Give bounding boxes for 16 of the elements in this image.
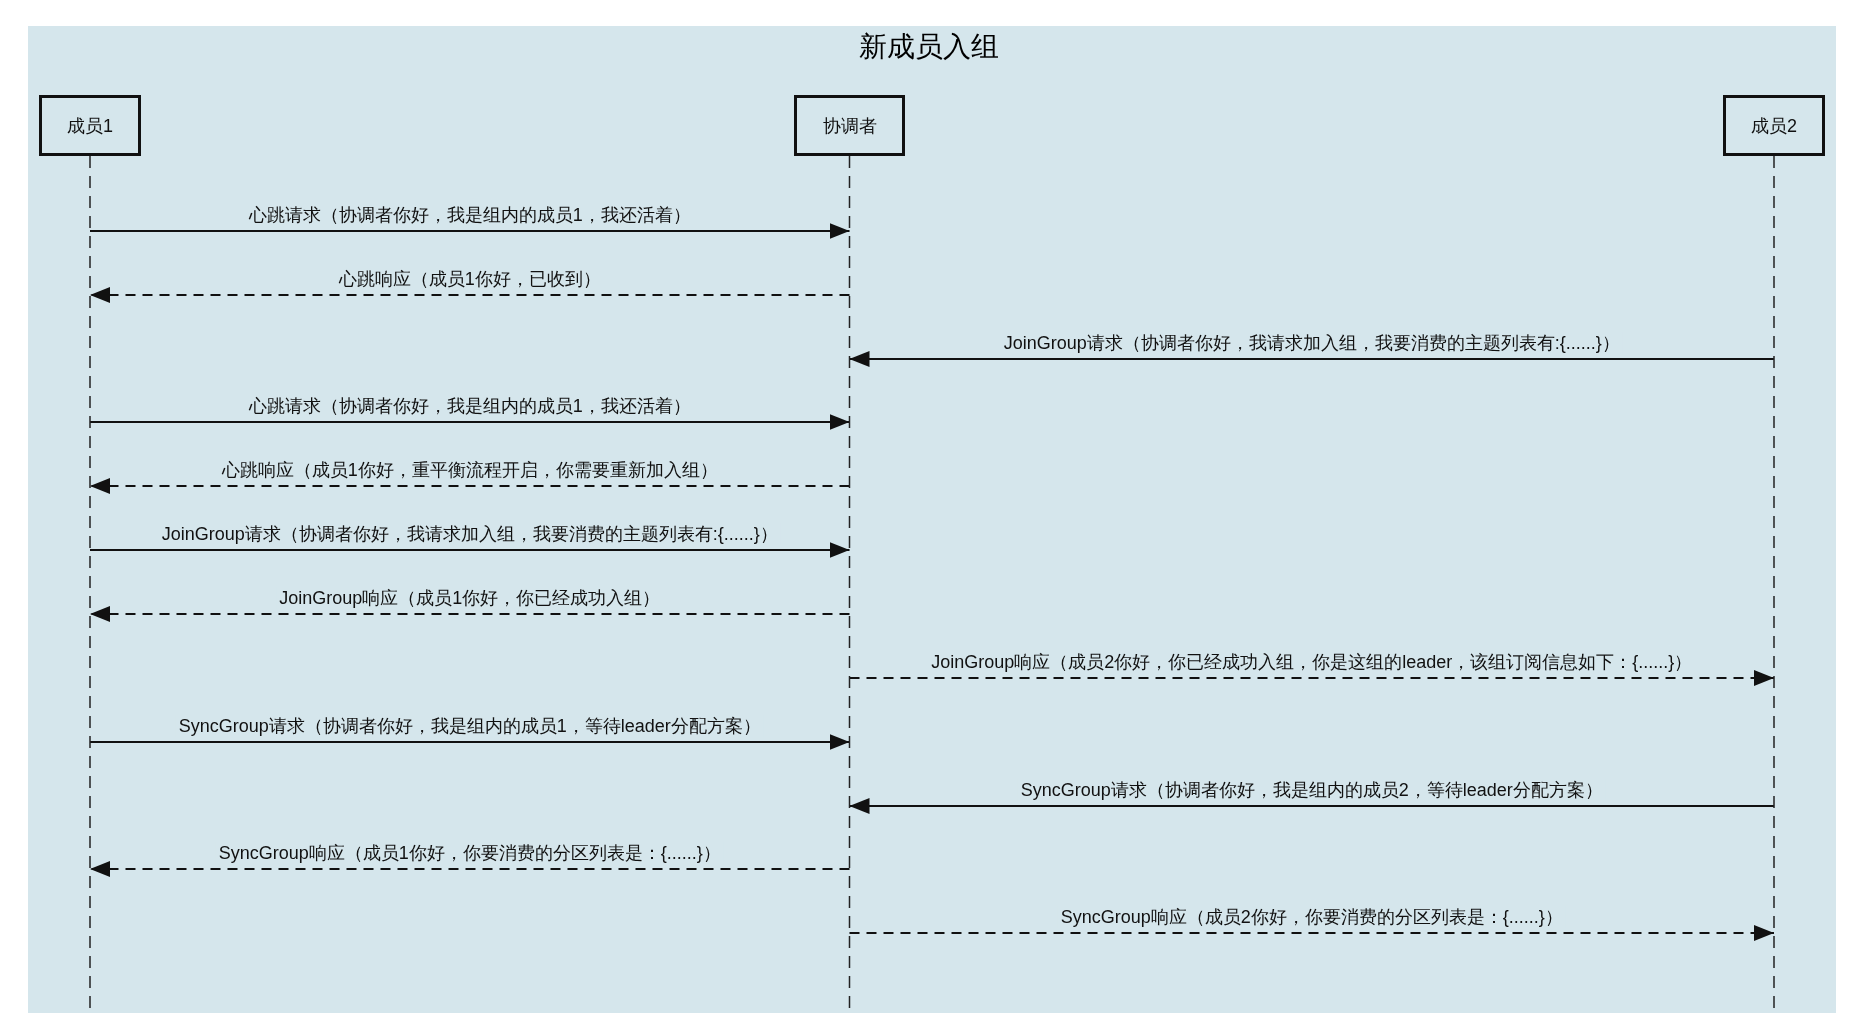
- message-arrow: [848, 798, 1775, 814]
- message-arrow: [89, 861, 851, 877]
- participant-box: 协调者: [794, 95, 905, 156]
- message-arrow: [89, 287, 851, 303]
- message-arrow: [848, 925, 1775, 941]
- message-arrow: [89, 606, 851, 622]
- message-arrow: [89, 542, 851, 558]
- message-arrow: [89, 223, 851, 239]
- message-arrow: [848, 351, 1775, 367]
- message-arrow: [89, 478, 851, 494]
- participant-box: 成员2: [1723, 95, 1825, 156]
- message-arrow: [848, 670, 1775, 686]
- message-arrow: [89, 734, 851, 750]
- participant-box: 成员1: [39, 95, 141, 156]
- message-arrow: [89, 414, 851, 430]
- title: 新成员入组: [859, 31, 999, 62]
